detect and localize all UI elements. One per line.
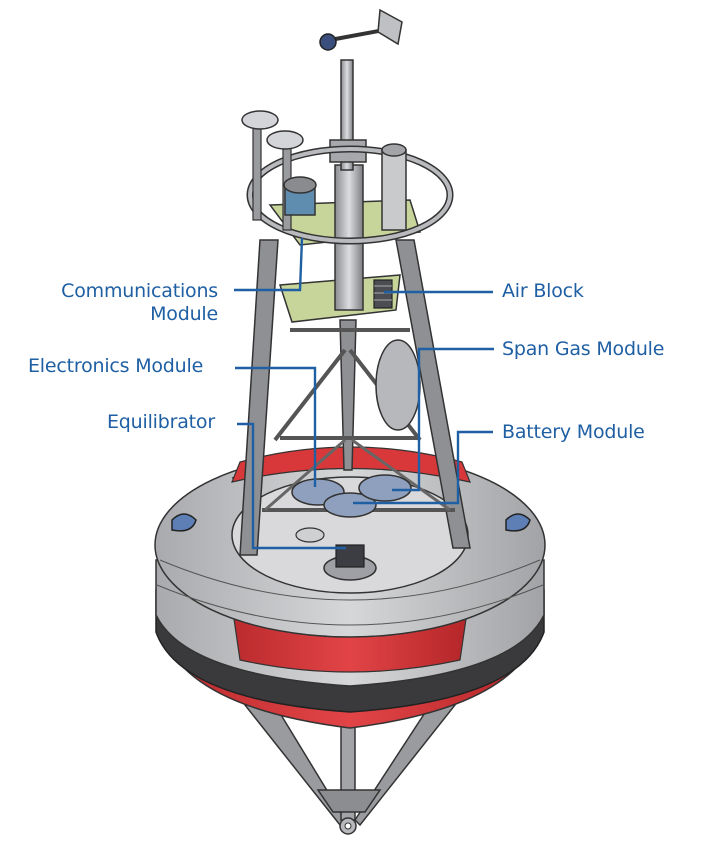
leader-equilibrator bbox=[237, 422, 346, 550]
central-mast bbox=[329, 59, 367, 311]
leader-electronics bbox=[235, 366, 317, 487]
label-battery: Battery Module bbox=[502, 421, 645, 443]
label-equilibrator: Equilibrator bbox=[107, 411, 215, 433]
label-span-gas: Span Gas Module bbox=[502, 338, 665, 360]
label-electronics: Electronics Module bbox=[28, 355, 204, 377]
leader-lines bbox=[234, 237, 494, 550]
leader-span-gas bbox=[392, 347, 494, 492]
communications-module bbox=[283, 176, 317, 216]
buoy-hull bbox=[154, 446, 546, 729]
label-communications-line1: Communications bbox=[61, 280, 218, 302]
sensor-housing bbox=[381, 143, 407, 231]
label-air-block: Air Block bbox=[502, 280, 584, 302]
label-communications-line2: Module bbox=[150, 303, 218, 325]
wind-vane bbox=[319, 8, 403, 51]
bottom-bridle bbox=[243, 704, 457, 835]
leader-battery bbox=[353, 430, 493, 505]
span-gas-cylinder bbox=[375, 339, 421, 431]
leader-communications bbox=[234, 237, 304, 292]
label-communications: Communications Module bbox=[50, 280, 218, 326]
tower-frame bbox=[239, 239, 471, 556]
top-ring bbox=[246, 145, 454, 245]
deck-modules bbox=[291, 474, 412, 581]
air-block bbox=[373, 279, 393, 309]
